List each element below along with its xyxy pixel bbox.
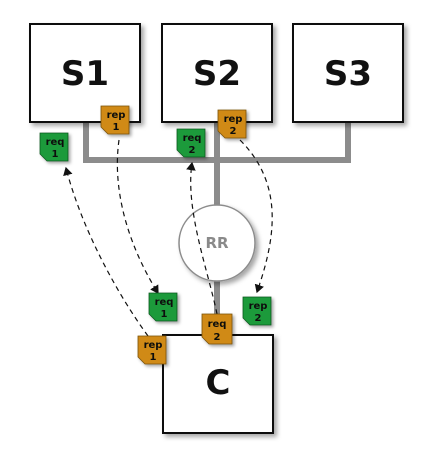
tag-rep2-at-s2-line1: rep	[224, 114, 243, 125]
tag-rep1-at-s1-line2: 1	[113, 122, 120, 133]
tag-rep2-at-s2-line2: 2	[230, 126, 237, 137]
server-s2: S2	[161, 23, 273, 123]
server-s1-label: S1	[61, 54, 109, 94]
tag-rep2-near-c: rep 2	[242, 296, 272, 326]
flow-req2-c-to-s2	[186, 161, 218, 315]
tag-rep1-at-c-line1: rep	[144, 340, 163, 351]
tag-req1-at-s1: req 1	[39, 132, 69, 162]
flow-req1-c-to-s1	[63, 166, 149, 337]
tag-req2-at-c: req 2	[201, 313, 233, 345]
server-s1: S1	[29, 23, 141, 123]
tag-rep2-at-s2: rep 2	[217, 109, 247, 139]
tag-rep1-at-c: rep 1	[137, 335, 167, 365]
tag-req1-at-s1-line1: req	[46, 137, 65, 148]
balancer-label: RR	[205, 234, 229, 252]
tag-rep1-at-s1-line1: rep	[107, 110, 126, 121]
tag-rep1-at-s1: rep 1	[100, 105, 130, 135]
flow-rep2-s2-to-c	[239, 139, 273, 294]
round-robin-balancer: RR	[178, 204, 256, 282]
tag-req1-near-c-line2: 1	[161, 309, 168, 320]
server-s3-label: S3	[324, 54, 372, 94]
tag-req1-near-c-line1: req	[155, 297, 174, 308]
tag-req2-at-s2-line1: req	[183, 133, 202, 144]
tag-req1-near-c: req 1	[148, 292, 178, 322]
tag-req2-at-s2-line2: 2	[189, 145, 196, 156]
client-c-label: C	[206, 363, 231, 403]
tag-req1-at-s1-line2: 1	[52, 149, 59, 160]
tag-req2-at-s2: req 2	[176, 128, 206, 158]
server-s3: S3	[292, 23, 404, 123]
tag-rep1-at-c-line2: 1	[150, 352, 157, 363]
tag-rep2-near-c-line1: rep	[249, 301, 268, 312]
tag-rep2-near-c-line2: 2	[255, 313, 262, 324]
server-s2-label: S2	[193, 54, 241, 94]
tag-req2-at-c-line1: req	[208, 319, 227, 330]
client-c: C	[162, 334, 274, 434]
tag-req2-at-c-line2: 2	[214, 332, 221, 343]
